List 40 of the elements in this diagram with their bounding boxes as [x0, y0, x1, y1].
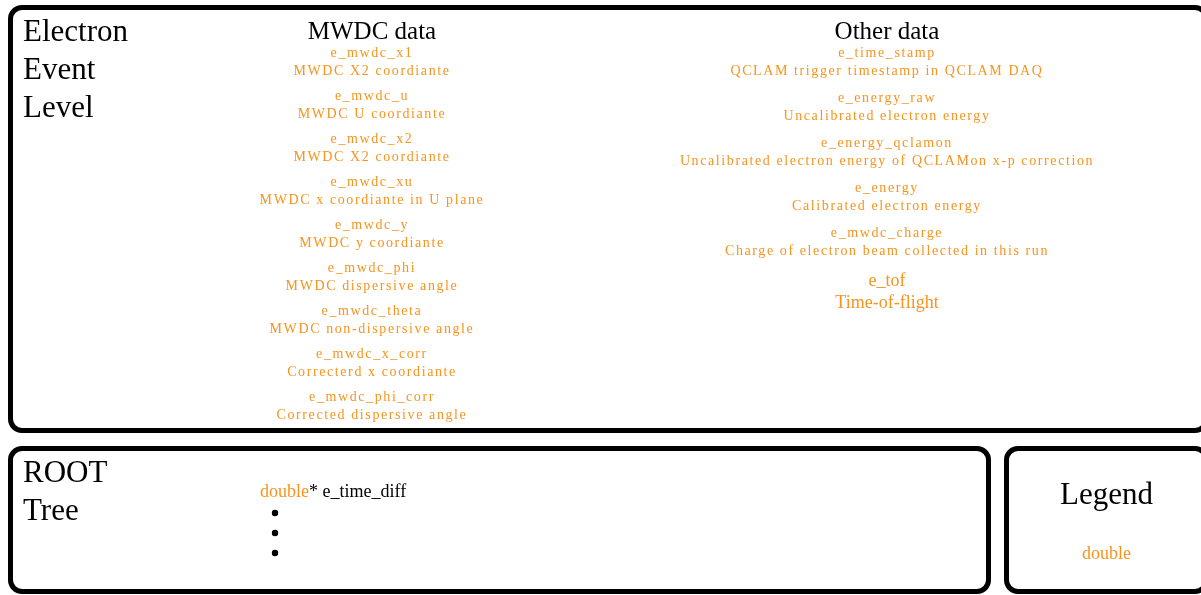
column-heading: Other data: [833, 18, 941, 44]
variable-name: e_mwdc_x_corr: [315, 345, 429, 363]
variable-description: Uncalibrated electron energy: [782, 107, 992, 125]
variable-name: e_mwdc_y: [333, 216, 411, 234]
variable-description: MWDC dispersive angle: [284, 277, 460, 295]
variable-name: e_energy: [854, 179, 920, 197]
variable-description: Time-of-flight: [834, 291, 940, 313]
variable-description: Corrected dispersive angle: [275, 406, 469, 424]
variable-description: Correcterd x coordiante: [286, 363, 458, 381]
group-title: Electron Event Level: [23, 12, 129, 126]
variable-name: e_mwdc_phi: [326, 259, 418, 277]
variable-name: e_energy_qclamon: [820, 134, 954, 152]
variable-name: e_time_stamp: [837, 44, 937, 62]
group-title: Legend: [1059, 475, 1154, 513]
legend-panel: [1004, 446, 1201, 594]
variable-description: Charge of electron beam collected in this run: [723, 242, 1050, 260]
variable-description: Uncalibrated electron energy of QCLAMon x-p correction: [679, 152, 1095, 170]
variable-description: MWDC x coordiante in U plane: [259, 191, 485, 209]
variable-name: e_energy_raw: [836, 89, 938, 107]
variable-description: QCLAM trigger timestamp in QCLAM DAQ: [729, 62, 1045, 80]
column-heading: MWDC data: [306, 18, 438, 44]
variable-name: e_mwdc_u: [333, 87, 411, 105]
variable-description: MWDC U coordiante: [296, 105, 448, 123]
variable-description: MWDC y coordiante: [298, 234, 446, 252]
variable-name: e_mwdc_xu: [329, 173, 415, 191]
variable-name: e_mwdc_theta: [320, 302, 424, 320]
variable-name: e_mwdc_charge: [829, 224, 945, 242]
variable-name: e_mwdc_x1: [329, 44, 415, 62]
group-title: ROOT Tree: [23, 453, 108, 529]
variable-name: e_mwdc_x2: [329, 130, 415, 148]
variable-declaration: double* e_time_diff: [260, 481, 407, 502]
variable-description: MWDC X2 coordiante: [292, 62, 452, 80]
group-panel: [8, 5, 1201, 433]
variable-name: e_tof: [867, 269, 907, 291]
variable-description: MWDC X2 coordiante: [292, 148, 452, 166]
variable-description: Calibrated electron energy: [791, 197, 983, 215]
variable-description: MWDC non-dispersive angle: [268, 320, 476, 338]
variable-name: e_mwdc_phi_corr: [308, 388, 436, 406]
legend-entry: double: [1081, 543, 1132, 564]
group-panel: [8, 446, 991, 594]
